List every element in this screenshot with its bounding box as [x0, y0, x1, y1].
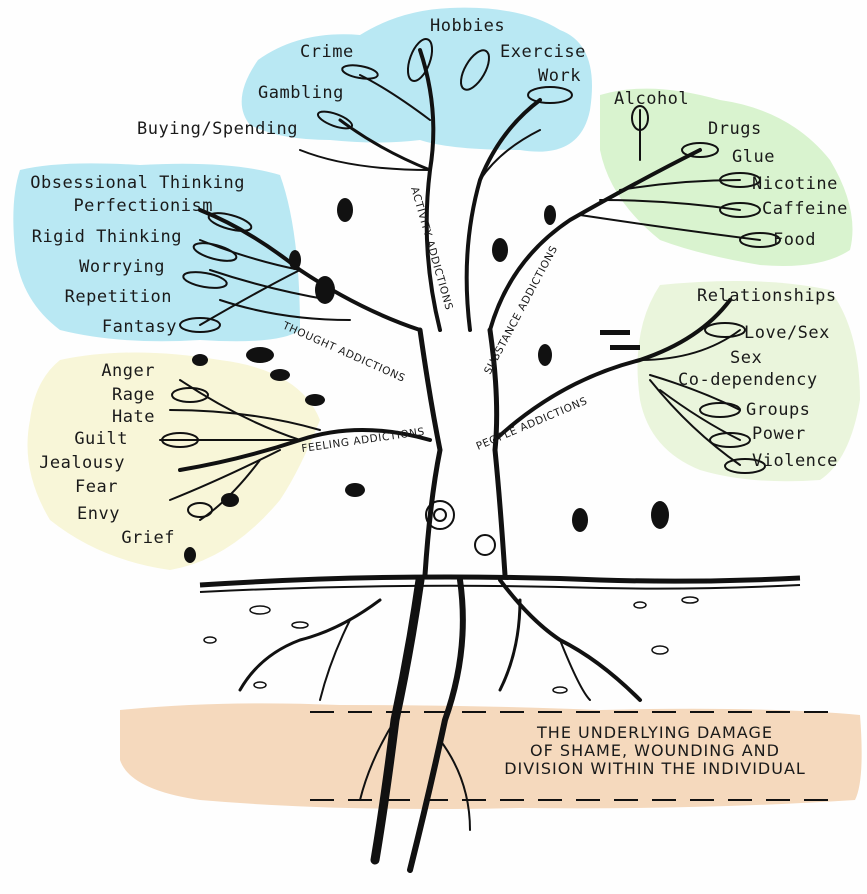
- label-envy: Envy: [10, 504, 120, 524]
- label-relationships: Relationships: [697, 286, 837, 306]
- label-love-sex: Love/Sex: [744, 323, 830, 343]
- label-fear: Fear: [10, 477, 118, 497]
- label-power: Power: [752, 424, 806, 444]
- label-perfectionism: Perfectionism: [10, 196, 213, 216]
- label-worrying: Worrying: [10, 257, 165, 277]
- label-rage: Rage: [10, 385, 155, 405]
- roots-caption-line-3: DIVISION WITHIN THE INDIVIDUAL: [455, 760, 855, 778]
- label-buying-spending: Buying/Spending: [137, 119, 298, 139]
- label-crime: Crime: [300, 42, 354, 62]
- label-anger: Anger: [10, 361, 155, 381]
- label-work: Work: [538, 66, 581, 86]
- roots-caption-line-2: OF SHAME, WOUNDING AND: [455, 742, 855, 760]
- label-drugs: Drugs: [708, 119, 762, 139]
- label-hobbies: Hobbies: [430, 16, 505, 36]
- label-glue: Glue: [732, 147, 775, 167]
- label-co-dependency: Co-dependency: [678, 370, 818, 390]
- people-band-label: PEOPLE ADDICTIONS: [474, 395, 589, 453]
- label-caffeine: Caffeine: [762, 199, 848, 219]
- label-hate: Hate: [10, 407, 155, 427]
- stones: [204, 597, 698, 693]
- thought-band-label: THOUGHT ADDICTIONS: [280, 319, 407, 384]
- label-jealousy: Jealousy: [10, 453, 125, 473]
- label-violence: Violence: [752, 451, 838, 471]
- label-rigid-thinking: Rigid Thinking: [10, 227, 182, 247]
- label-obsessional-thinking: Obsessional Thinking: [10, 173, 245, 193]
- roots-caption: THE UNDERLYING DAMAGE OF SHAME, WOUNDING…: [455, 724, 855, 778]
- label-gambling: Gambling: [258, 83, 344, 103]
- label-food: Food: [773, 230, 816, 250]
- label-fantasy: Fantasy: [10, 317, 177, 337]
- label-repetition: Repetition: [10, 287, 172, 307]
- roots-caption-line-1: THE UNDERLYING DAMAGE: [455, 724, 855, 742]
- label-groups: Groups: [746, 400, 810, 420]
- label-exercise: Exercise: [500, 42, 586, 62]
- label-grief: Grief: [10, 528, 175, 548]
- label-sex: Sex: [730, 348, 762, 368]
- label-guilt: Guilt: [10, 429, 128, 449]
- label-alcohol: Alcohol: [614, 89, 689, 109]
- label-nicotine: Nicotine: [752, 174, 838, 194]
